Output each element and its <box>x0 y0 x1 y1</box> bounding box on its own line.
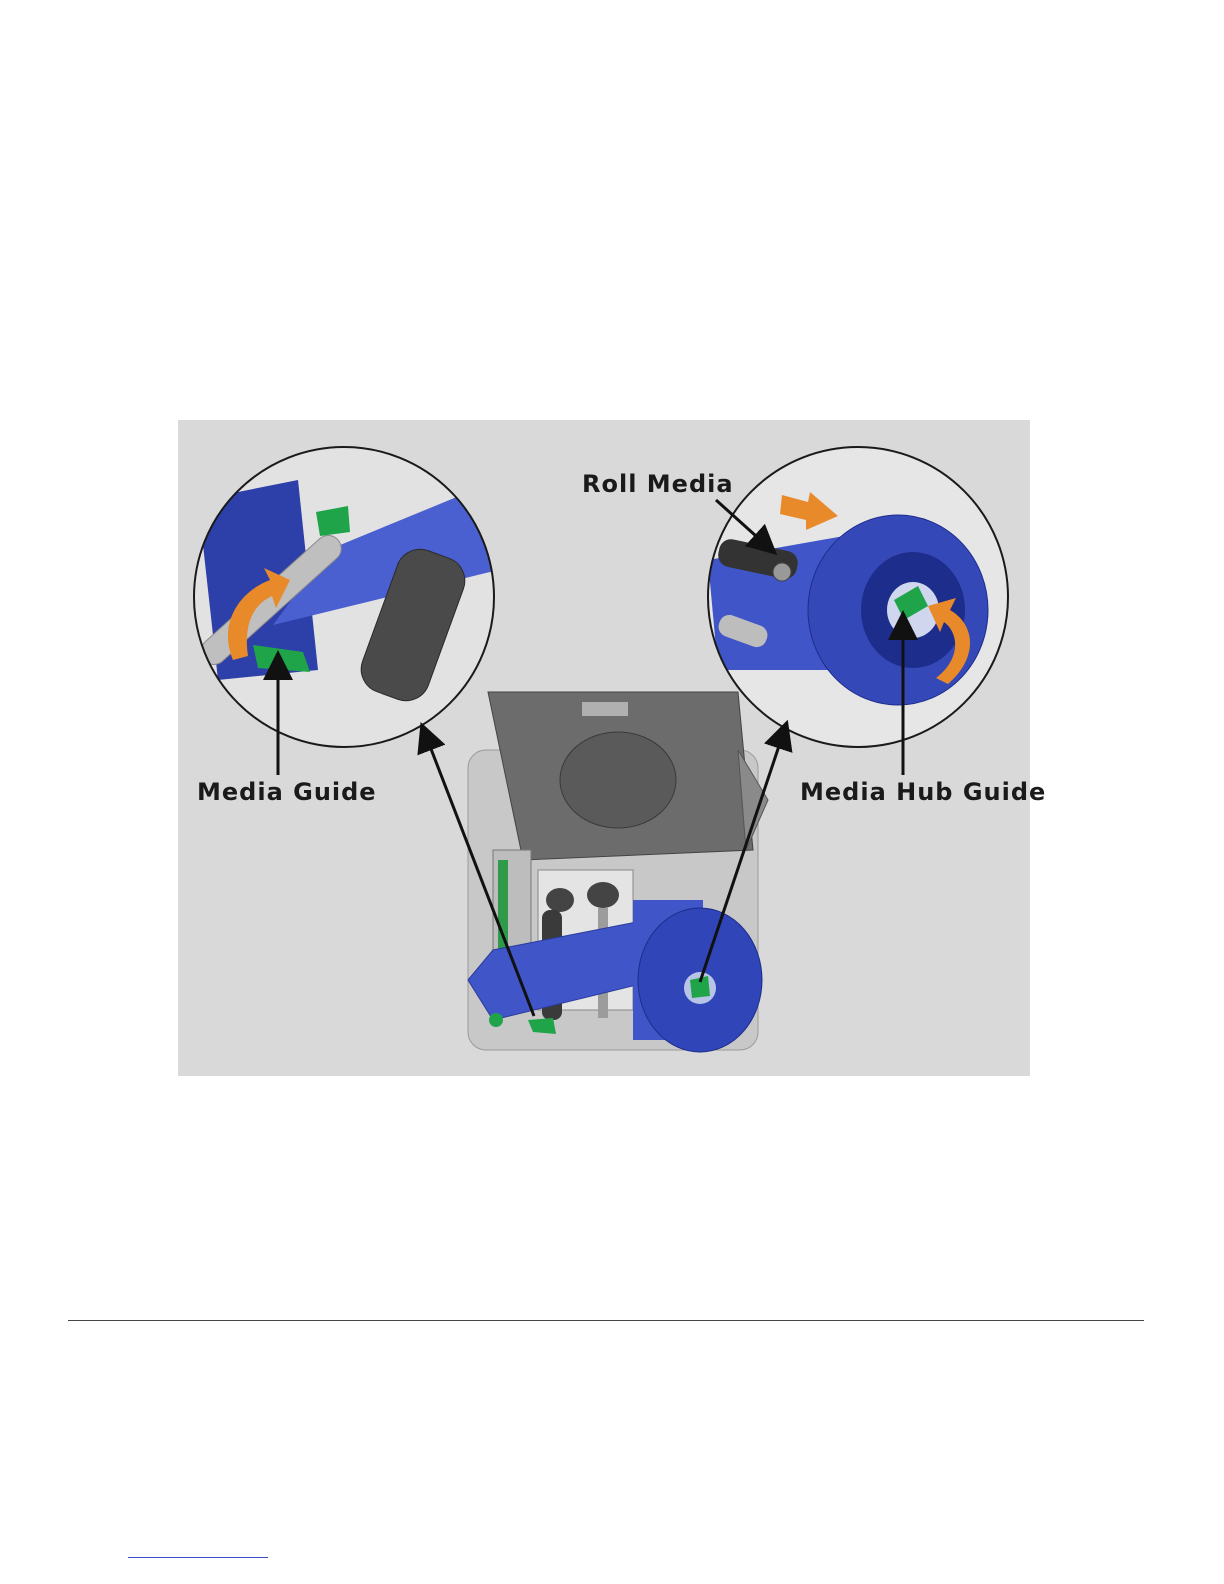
printer-body <box>468 692 768 1052</box>
media-hub-guide-zoom <box>708 447 1008 747</box>
lid-window <box>560 732 676 828</box>
footer-divider <box>68 1320 1144 1321</box>
media-hub-guide-label: Media Hub Guide <box>800 778 1046 806</box>
media-guide-zoom <box>194 447 498 747</box>
roll-media-label: Roll Media <box>582 470 734 498</box>
media-guide-label: Media Guide <box>197 778 377 806</box>
media-loading-figure <box>178 420 1030 1076</box>
footer-link-underline[interactable] <box>128 1557 268 1558</box>
printer-illustration <box>178 420 1030 1076</box>
